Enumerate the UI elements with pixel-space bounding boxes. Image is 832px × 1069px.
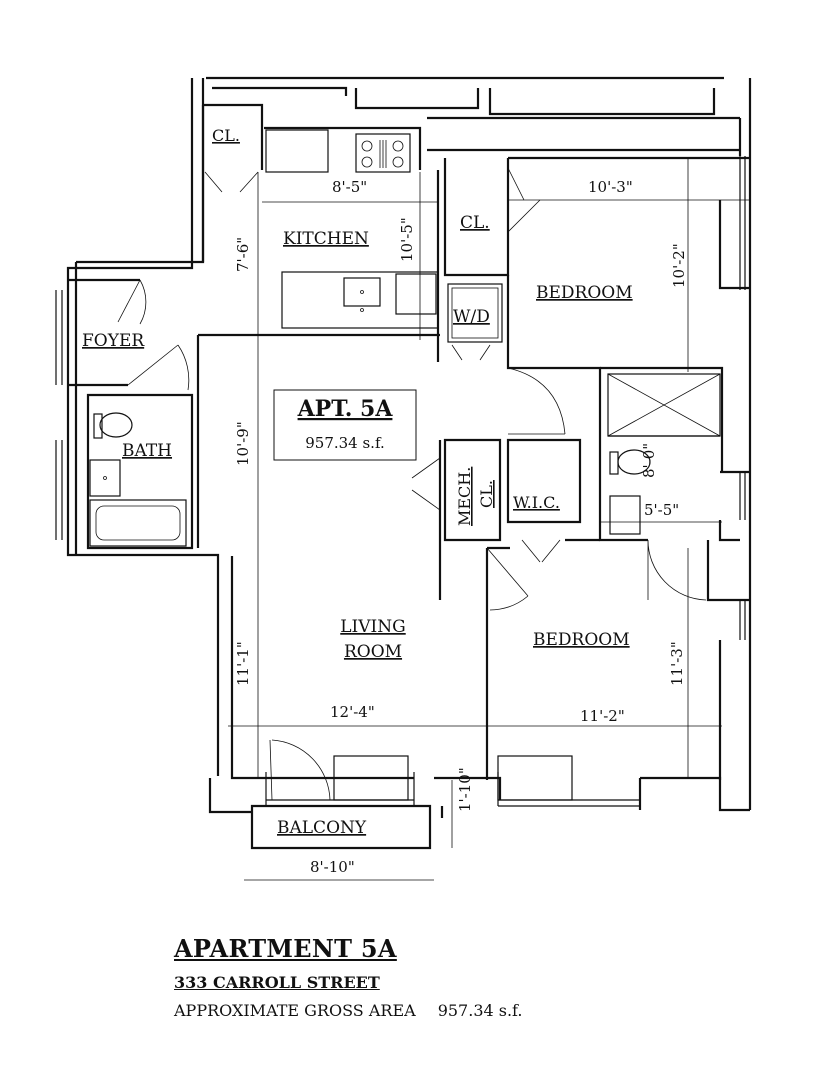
room-label-wic: W.I.C. — [513, 493, 560, 512]
room-label-closet-bedroom: CL. — [460, 213, 490, 233]
bath-fixtures — [89, 412, 187, 547]
dim-living-width: 12'-4" — [330, 703, 375, 721]
dim-kitchen-depth: 10'-5" — [398, 217, 416, 262]
room-label-closet-entry: CL. — [212, 126, 240, 145]
washer-dryer — [447, 283, 503, 343]
floor-plan: APT. 5A 957.34 s.f. CL. KITCHEN FOYER BA… — [55, 76, 752, 881]
room-label-washer-dryer: W/D — [453, 307, 490, 327]
footer-area-line: APPROXIMATE GROSS AREA 957.34 s.f. — [174, 1001, 523, 1020]
dim-balcony-depth: 1'-10" — [456, 767, 474, 812]
doors — [117, 167, 707, 801]
apartment-label-box — [273, 389, 417, 461]
dim-living-upper: 10'-9" — [234, 421, 252, 466]
dim-bedroom2-depth: 11'-3" — [668, 641, 686, 686]
dim-bath2-depth: 8'-0" — [640, 443, 658, 478]
kitchen-fixtures — [265, 129, 439, 329]
dim-bedroom1-depth: 10'-2" — [670, 243, 688, 288]
room-label-bath: BATH — [122, 441, 172, 461]
room-label-mech-line1: MECH. — [455, 467, 474, 526]
bath2-fixtures — [607, 373, 721, 535]
dim-bedroom2-width: 11'-2" — [580, 707, 625, 725]
room-label-bedroom-2: BEDROOM — [533, 630, 630, 650]
room-label-bedroom-1: BEDROOM — [536, 283, 633, 303]
footer-title: APARTMENT 5A — [174, 934, 397, 963]
dim-bedroom1-width: 10'-3" — [588, 178, 633, 196]
dim-balcony-width: 8'-10" — [310, 858, 355, 876]
dim-living-lower: 11'-1" — [234, 641, 252, 686]
apartment-label: APT. 5A — [297, 396, 394, 422]
dim-bath2-width: 5'-5" — [644, 501, 679, 519]
room-label-foyer: FOYER — [82, 331, 145, 351]
room-label-living-line2: ROOM — [344, 642, 402, 662]
footer-area-value: 957.34 s.f. — [437, 1001, 523, 1020]
room-label-living-line1: LIVING — [340, 617, 405, 637]
room-label-balcony: BALCONY — [277, 818, 367, 838]
dim-kitchen-width: 8'-5" — [332, 178, 367, 196]
footer-area-label: APPROXIMATE GROSS AREA — [174, 1001, 416, 1020]
dimension-lines — [228, 158, 750, 881]
room-label-mech-line2: CL. — [477, 480, 496, 508]
footer-address: 333 CARROLL STREET — [174, 973, 380, 992]
apartment-area: 957.34 s.f. — [305, 434, 385, 452]
dim-kitchen-side: 7'-6" — [234, 237, 252, 272]
room-label-kitchen: KITCHEN — [283, 229, 369, 249]
